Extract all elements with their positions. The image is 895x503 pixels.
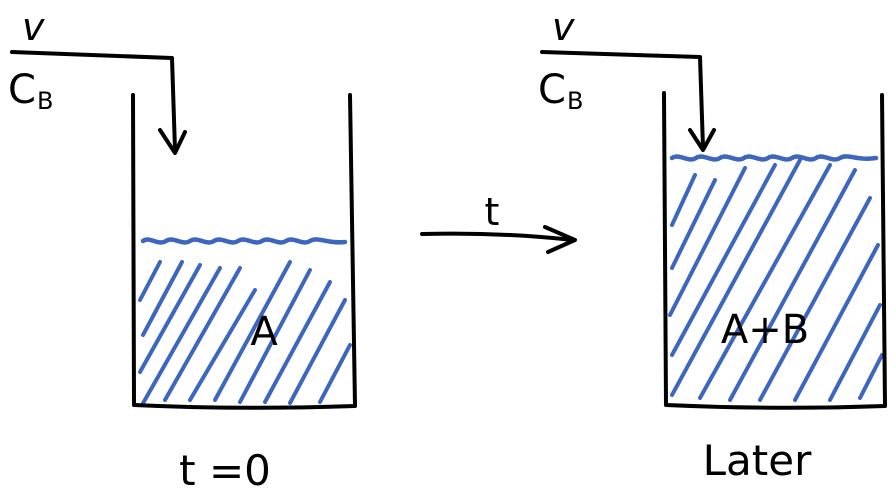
left-feed-flow-label: v <box>22 5 45 49</box>
right-tank-group: v C B A+B Later <box>538 5 887 485</box>
right-feed-concentration-label: C <box>538 67 566 113</box>
process-arrow-shaft <box>420 231 574 242</box>
left-time-label: t =0 <box>179 446 271 495</box>
right-tank-walls <box>662 91 887 410</box>
right-tank-liquid-hatching <box>668 158 884 402</box>
left-feed-concentration-label: C <box>8 67 36 113</box>
right-tank-contents-label: A+B <box>721 307 809 353</box>
process-arrow-head <box>543 225 577 254</box>
left-tank-group: v C B A t =0 <box>8 5 357 495</box>
left-feed-pipe <box>10 50 177 152</box>
left-tank-liquid-surface <box>140 237 348 245</box>
left-feed-arrowhead <box>158 128 187 155</box>
right-feed-concentration-subscript: B <box>567 87 583 115</box>
right-time-label: Later <box>703 436 812 485</box>
right-feed-pipe <box>540 50 705 150</box>
right-feed-arrowhead <box>688 128 716 152</box>
process-arrow-group: t <box>420 190 577 254</box>
right-tank-liquid-surface <box>669 154 879 162</box>
left-feed-concentration-subscript: B <box>37 87 53 115</box>
right-feed-flow-label: v <box>552 5 575 49</box>
left-tank-liquid-hatching <box>138 260 352 407</box>
left-tank-contents-label: A <box>250 309 278 355</box>
left-tank-walls <box>131 93 357 410</box>
process-arrow-label: t <box>485 190 500 234</box>
